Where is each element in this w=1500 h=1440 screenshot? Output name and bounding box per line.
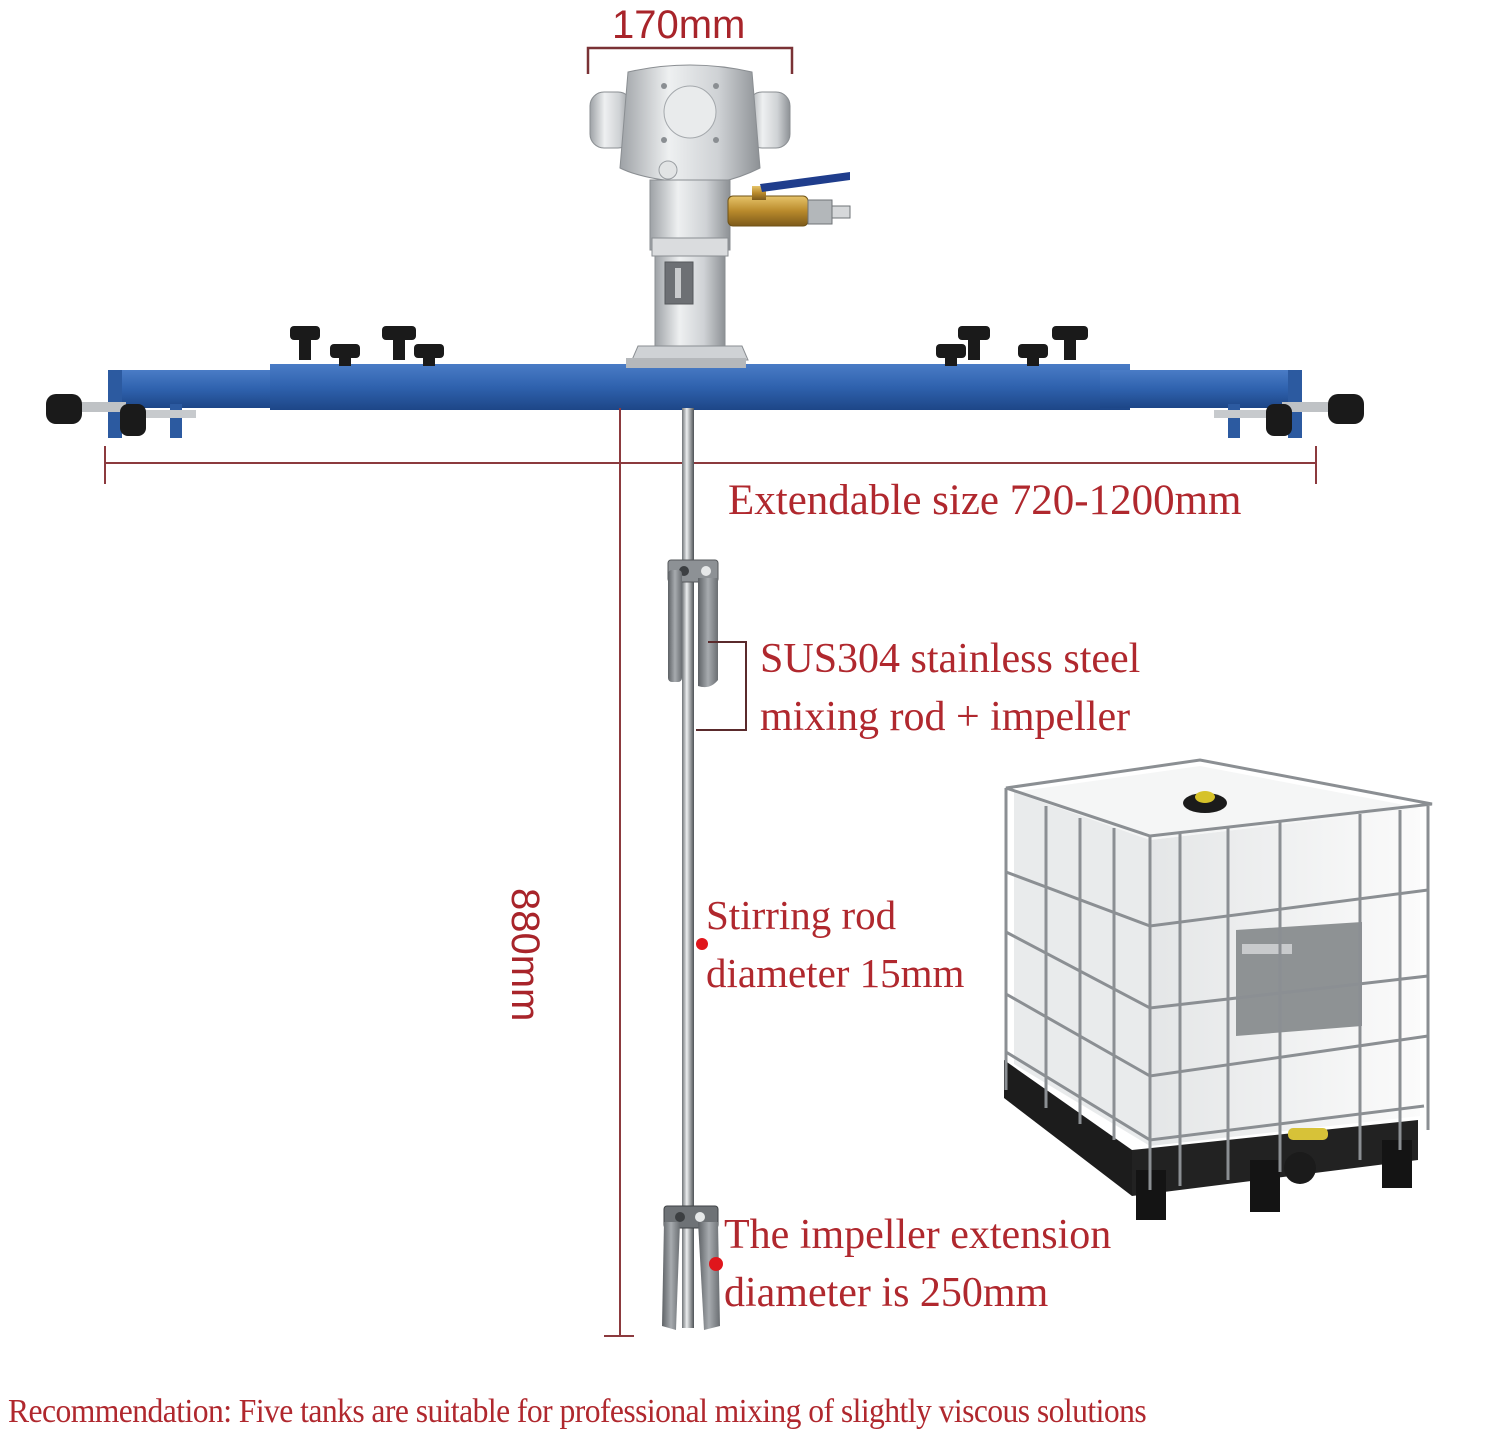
impeller-diameter-label: The impeller extension diameter is 250mm: [724, 1206, 1111, 1322]
upper-impeller-icon: [667, 559, 719, 688]
extendable-dimension: [104, 446, 1317, 484]
impeller-diameter-line2: diameter is 250mm: [724, 1270, 1049, 1316]
impeller-diameter-line1: The impeller extension: [724, 1212, 1112, 1258]
rod-material-label: SUS304 stainless steel mixing rod + impe…: [760, 630, 1140, 746]
rod-material-line2: mixing rod + impeller: [760, 694, 1131, 740]
extendable-size-label: Extendable size 720-1200mm: [728, 477, 1242, 524]
air-motor-icon: [589, 64, 791, 361]
rod-length-label: 880mm: [503, 888, 547, 1022]
rod-length-dimension: [604, 408, 634, 1337]
rod-material-callout: [696, 641, 747, 731]
rod-diameter-line2: diameter 15mm: [706, 950, 965, 996]
rod-diameter-line1: Stirring rod: [706, 892, 897, 938]
ball-valve-icon: [727, 172, 851, 227]
impeller-marker: [709, 1257, 723, 1271]
stirring-rod-marker: [696, 938, 708, 950]
motor-width-dimension: [586, 46, 794, 74]
rod-icon: [682, 408, 694, 1328]
recommendation-text: Recommendation: Five tanks are suitable …: [8, 1393, 1147, 1430]
ibc-tank-icon: [1004, 758, 1433, 1220]
rod-material-line1: SUS304 stainless steel: [760, 636, 1141, 682]
motor-width-label: 170mm: [612, 3, 746, 47]
rod-diameter-label: Stirring rod diameter 15mm: [706, 886, 964, 1002]
knob-icon: [46, 326, 1364, 436]
lower-impeller-icon: [662, 1205, 720, 1330]
bracket-icon: [80, 358, 1328, 438]
